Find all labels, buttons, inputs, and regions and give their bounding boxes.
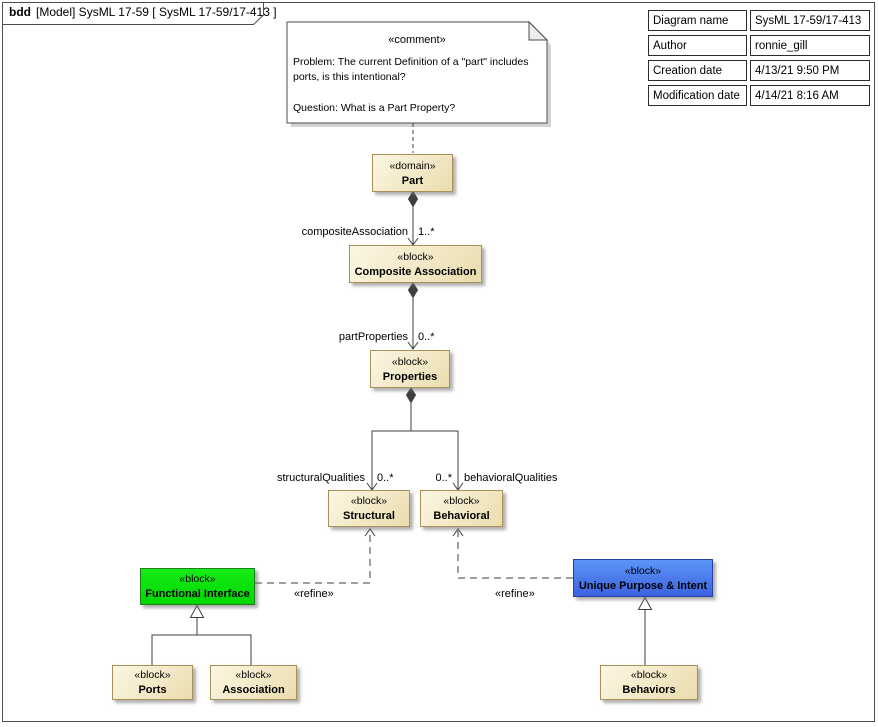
role-label-part-properties[interactable]: partProperties <box>338 331 408 343</box>
info-label-diagram-name[interactable]: Diagram name <box>648 10 747 31</box>
block-name: Composite Association <box>354 265 477 278</box>
block-name: Functional Interface <box>145 588 250 600</box>
refine-stereotype-label-left[interactable]: «refine» <box>294 588 334 600</box>
frame-title: [Model] SysML 17-59 [ SysML 17-59/17-413… <box>36 5 277 19</box>
generalization-triangle-icon <box>189 604 205 618</box>
multiplicity-label-part-properties[interactable]: 0..* <box>418 331 435 343</box>
block-stereotype: «block» <box>179 573 216 585</box>
block-ports[interactable]: «block» Ports <box>112 665 193 700</box>
generalization-to-unique-purpose[interactable] <box>637 596 653 666</box>
info-label-author[interactable]: Author <box>648 35 747 56</box>
multiplicity-label-composite-association[interactable]: 1..* <box>418 226 435 238</box>
block-name: Ports <box>138 684 167 696</box>
composite-diamond-icon <box>407 190 419 208</box>
diagram-info-table: Diagram name SysML 17-59/17-413 Author r… <box>648 10 870 110</box>
block-stereotype: «domain» <box>389 159 436 172</box>
table-row: Author ronnie_gill <box>648 35 870 56</box>
comment-note[interactable]: «comment» Problem: The current Definitio… <box>287 22 547 123</box>
open-arrowhead-icon <box>364 528 376 537</box>
composition-ca-to-properties[interactable] <box>407 282 419 350</box>
block-properties[interactable]: «block» Properties <box>370 350 450 388</box>
comment-body: Problem: The current Definition of a "pa… <box>293 56 529 114</box>
frame-header-shape <box>2 2 264 25</box>
open-arrowhead-icon <box>407 341 419 350</box>
info-value-modification-date[interactable]: 4/14/21 8:16 AM <box>750 85 870 106</box>
frame-keyword: bdd <box>9 5 31 19</box>
block-name: Association <box>222 684 285 696</box>
multiplicity-label-structural-qualities[interactable]: 0..* <box>377 472 394 484</box>
info-label-modification-date[interactable]: Modification date <box>648 85 747 106</box>
composite-diamond-icon <box>405 387 417 404</box>
comment-note-fold-icon <box>528 20 549 41</box>
role-label-behavioral-qualities[interactable]: behavioralQualities <box>464 472 558 484</box>
block-behavioral[interactable]: «block» Behavioral <box>420 490 503 527</box>
composite-diamond-icon <box>407 282 419 299</box>
block-name: Part <box>401 174 424 187</box>
refine-functional-interface-to-structural[interactable] <box>255 528 376 584</box>
block-unique-purpose-intent[interactable]: «block» Unique Purpose & Intent <box>573 559 713 597</box>
block-stereotype: «block» <box>630 669 668 681</box>
block-stereotype: «block» <box>397 250 434 263</box>
block-structural[interactable]: «block» Structural <box>328 490 410 527</box>
open-arrowhead-icon <box>452 528 464 537</box>
block-name: Behavioral <box>433 510 490 522</box>
refine-unique-purpose-to-behavioral[interactable] <box>452 528 573 579</box>
comment-note-shape <box>286 20 551 127</box>
diagram-frame-header: bdd [Model] SysML 17-59 [ SysML 17-59/17-… <box>9 5 277 19</box>
block-name: Properties <box>382 370 438 383</box>
comment-stereotype: «comment» <box>388 34 446 46</box>
info-value-author[interactable]: ronnie_gill <box>750 35 870 56</box>
block-stereotype: «block» <box>235 669 272 681</box>
block-functional-interface[interactable]: «block» Functional Interface <box>140 568 255 605</box>
block-stereotype: «block» <box>350 495 388 507</box>
info-label-creation-date[interactable]: Creation date <box>648 60 747 81</box>
generalization-triangle-icon <box>637 596 653 610</box>
generalization-to-functional-interface[interactable] <box>151 604 252 666</box>
info-value-diagram-name[interactable]: SysML 17-59/17-413 <box>750 10 870 31</box>
block-stereotype: «block» <box>134 669 171 681</box>
block-composite-association[interactable]: «block» Composite Association <box>349 245 482 283</box>
block-behaviors[interactable]: «block» Behaviors <box>600 665 698 700</box>
composition-part-to-composite-association[interactable] <box>407 190 419 246</box>
block-stereotype: «block» <box>624 564 662 577</box>
block-stereotype: «block» <box>443 495 480 507</box>
table-row: Creation date 4/13/21 9:50 PM <box>648 60 870 81</box>
block-association[interactable]: «block» Association <box>210 665 297 700</box>
role-label-composite-association[interactable]: compositeAssociation <box>301 226 408 238</box>
comment-note-body <box>286 21 548 124</box>
block-part[interactable]: «domain» Part <box>372 154 453 192</box>
block-name: Unique Purpose & Intent <box>578 579 708 592</box>
block-name: Behaviors <box>622 684 676 696</box>
role-label-structural-qualities[interactable]: structuralQualities <box>276 472 365 484</box>
block-name: Structural <box>343 510 395 522</box>
refine-stereotype-label-right[interactable]: «refine» <box>495 588 535 600</box>
open-arrowhead-icon <box>366 482 464 491</box>
multiplicity-label-behavioral-qualities[interactable]: 0..* <box>435 472 452 484</box>
block-stereotype: «block» <box>391 355 429 368</box>
table-row: Diagram name SysML 17-59/17-413 <box>648 10 870 31</box>
table-row: Modification date 4/14/21 8:16 AM <box>648 85 870 106</box>
info-value-creation-date[interactable]: 4/13/21 9:50 PM <box>750 60 870 81</box>
